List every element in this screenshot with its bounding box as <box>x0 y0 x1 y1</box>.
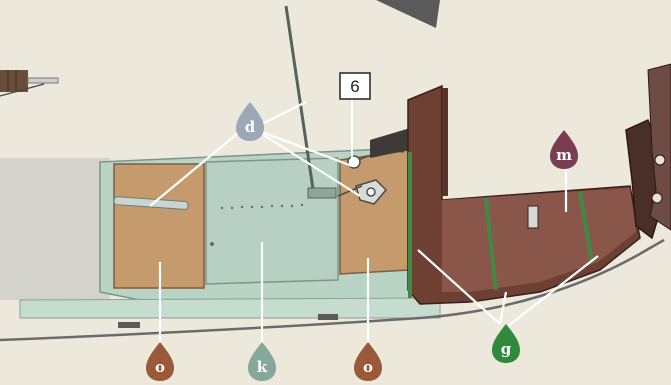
rear-slot <box>528 206 538 228</box>
keel-fitting-2 <box>318 314 338 320</box>
bulkhead-frame <box>442 88 448 196</box>
marker-o-right-label: o <box>363 358 373 376</box>
marker-o-left-label: o <box>155 358 165 376</box>
floor-strip <box>20 298 440 318</box>
marker-d-label: d <box>245 118 256 136</box>
tail-hole-2 <box>652 193 662 203</box>
fuselage-fade <box>0 158 110 300</box>
tail-hole-1 <box>655 155 665 165</box>
marker-m-label: m <box>556 146 572 164</box>
step-number: 6 <box>350 77 359 96</box>
marker-g-label: g <box>501 340 512 358</box>
side-panel-right <box>340 150 408 274</box>
marker-k-label: k <box>257 358 268 376</box>
stick-base <box>308 188 336 198</box>
step-badge: 6 <box>340 73 370 99</box>
center-panel <box>206 158 338 284</box>
keel-fitting-1 <box>118 322 140 328</box>
